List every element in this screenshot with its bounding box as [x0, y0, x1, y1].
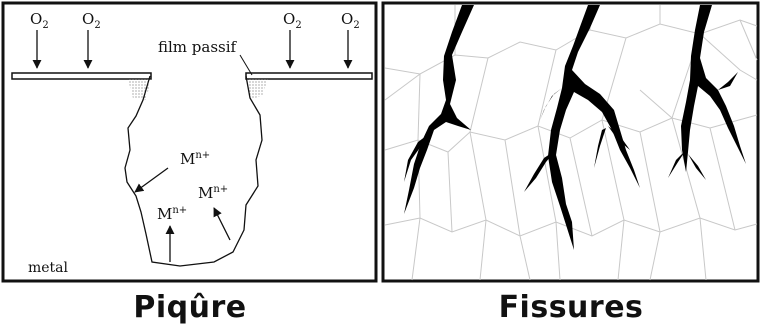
cracks-caption: Fissures	[498, 290, 644, 325]
crack-1	[404, 5, 474, 214]
ion-label-2: Mn+	[157, 205, 187, 223]
oxygen-label-1: O2	[30, 10, 49, 31]
crack-3-branch-c	[718, 72, 738, 90]
ion-arrow-1	[134, 167, 169, 193]
ion-label-1: Mn+	[180, 150, 210, 168]
oxygen-label-2: O2	[82, 10, 101, 31]
crack-3	[681, 5, 746, 172]
pit-mouth-shading-left	[128, 79, 151, 100]
pitting-caption: Piqûre	[133, 290, 247, 325]
oxygen-label-3: O2	[283, 10, 302, 31]
crack-2	[548, 5, 640, 250]
pitting-panel-border	[1, 1, 378, 283]
film-passif-leader	[239, 54, 253, 76]
crack-3-branch-b	[688, 154, 706, 180]
oxygen-label-4: O2	[341, 10, 360, 31]
oxygen-arrows	[32, 30, 353, 69]
film-passif-label: film passif	[158, 38, 238, 56]
passive-film-right	[245, 72, 373, 80]
ion-arrows	[134, 167, 231, 262]
crack-2-branch-a	[524, 150, 556, 192]
ion-arrow-3	[213, 207, 231, 241]
crack-2-branch-d	[608, 126, 630, 150]
pit-mouth-shading-right	[246, 79, 268, 99]
pit-outline	[124, 75, 263, 267]
passive-film-left	[11, 72, 152, 80]
cracks-panel	[381, 1, 760, 283]
ion-label-3: Mn+	[198, 184, 228, 202]
passive-film	[11, 72, 373, 80]
metal-label: metal	[28, 260, 69, 276]
pitting-panel: O2 O2 O2 O2 film passif Mn+ Mn+ Mn+ meta…	[1, 1, 378, 283]
